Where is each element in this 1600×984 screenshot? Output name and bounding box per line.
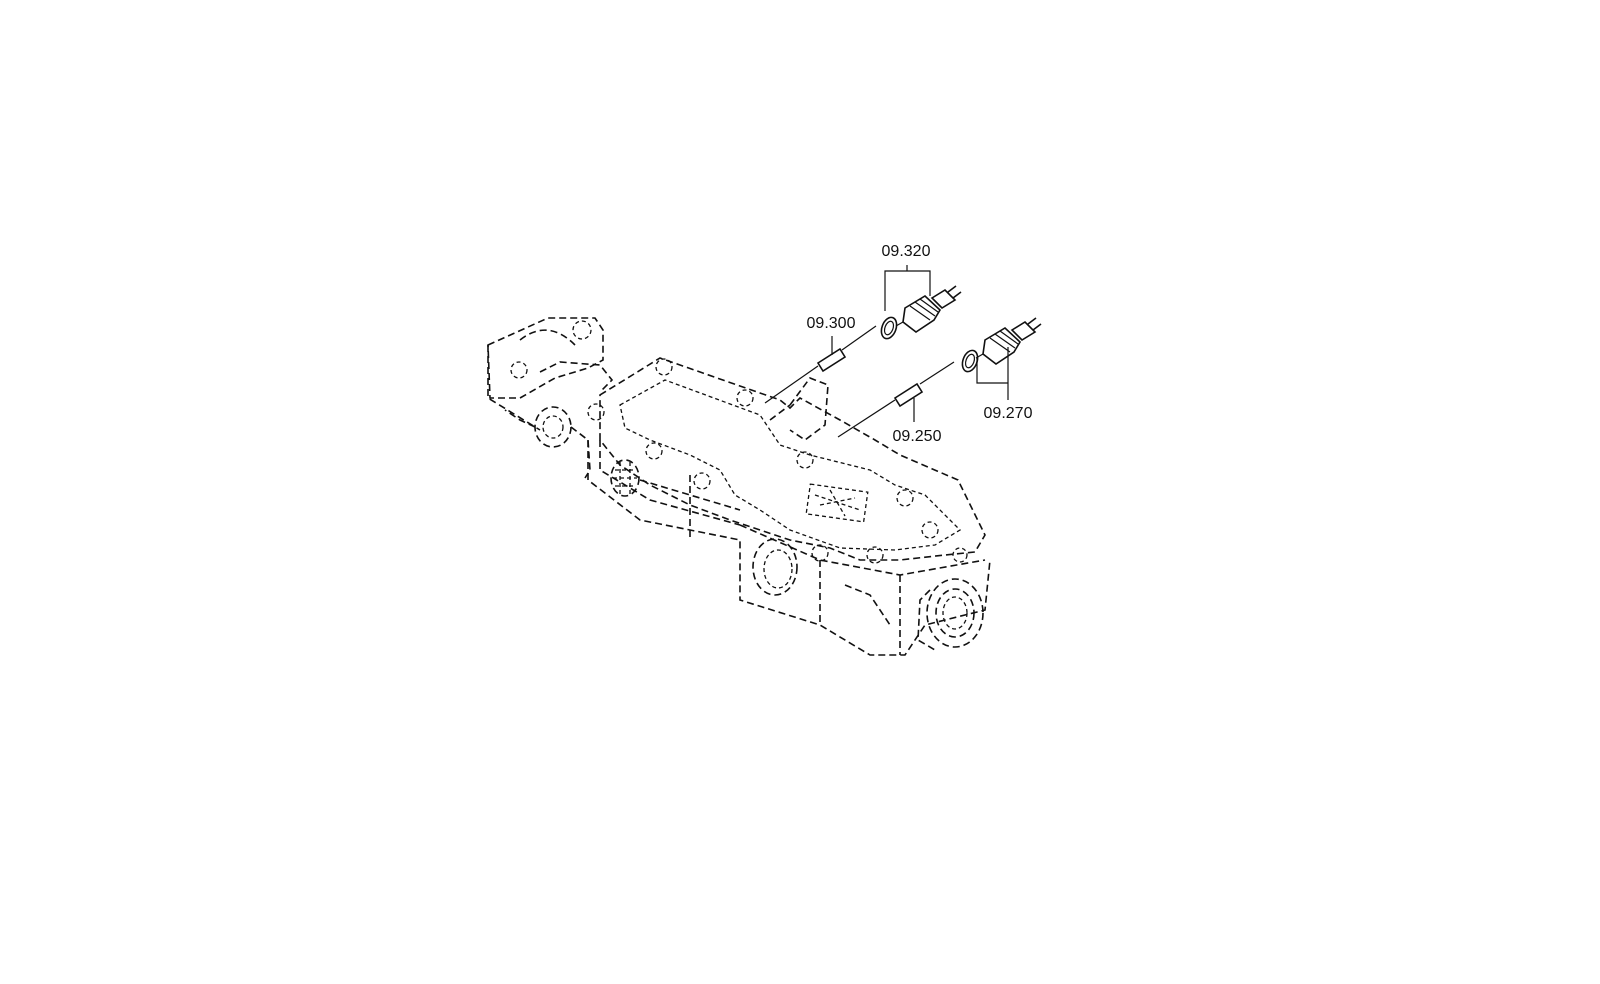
pin-09-250 [893,382,924,408]
assembly-axes [764,325,955,438]
callout-label-09-270: 09.270 [984,405,1033,422]
pressure-switch-09-270 [961,317,1042,373]
pin-09-300 [816,347,847,373]
callout-label-09-300: 09.300 [807,315,856,332]
callout-09-270-bracket [976,347,1009,400]
callout-label-09-320: 09.320 [882,243,931,260]
pressure-switch-09-320 [880,285,962,340]
callout-09-320-bracket [884,265,931,311]
valve-housing [487,317,991,656]
callout-label-09-250: 09.250 [893,428,942,445]
